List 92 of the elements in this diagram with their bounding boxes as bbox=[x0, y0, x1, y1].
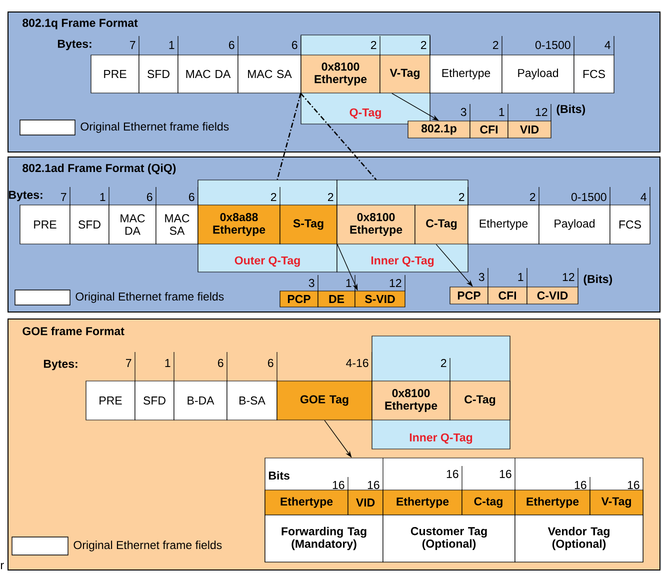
frame-field: MAC SA 6 bbox=[156, 192, 198, 244]
node-label: 4 bbox=[604, 41, 610, 49]
node-label: 0-1500 bbox=[571, 192, 606, 202]
node-label: 1 bbox=[346, 279, 352, 287]
node-label: 2 bbox=[530, 192, 536, 202]
tag-field: C-Tag bbox=[450, 380, 510, 420]
node-label: 1 bbox=[165, 359, 170, 367]
tag-description-cell: Vendor Tag (Optional) bbox=[514, 514, 644, 562]
legend-text: Original Ethernet frame fields bbox=[76, 292, 224, 303]
node-label: 2 bbox=[440, 358, 446, 368]
tag-field: VID 16 bbox=[348, 480, 384, 516]
node-label: 2 bbox=[370, 40, 376, 50]
tag-field: Ethertype 16 bbox=[514, 480, 590, 516]
node-label: 6 bbox=[146, 192, 152, 202]
frame-field: PRE 7 bbox=[90, 41, 140, 94]
tag-field: S-VID 12 bbox=[354, 279, 406, 308]
frame-field: SFD 1 bbox=[138, 41, 178, 94]
frame-field: MAC SA 6 bbox=[238, 40, 302, 94]
tag-field: PCP 3 bbox=[450, 272, 488, 304]
tag-field: PCP 3 bbox=[280, 278, 318, 308]
node-label: 3 bbox=[460, 108, 466, 116]
node-label: 1 bbox=[499, 108, 504, 116]
node-label: 2 bbox=[270, 192, 276, 202]
frame-field: SFD 1 bbox=[134, 359, 174, 420]
tag-field: 0x8100 Ethertype 2 bbox=[300, 41, 380, 94]
tag-field: VID 12 bbox=[508, 108, 552, 138]
text-label: r bbox=[0, 562, 4, 570]
tag-field: DE 1 bbox=[318, 279, 356, 308]
node-label: 1 bbox=[100, 193, 106, 201]
text-label: (Bits) bbox=[584, 274, 612, 286]
tag-field: 0x8100 Ethertype 2 bbox=[372, 359, 450, 420]
frame-field: Ethertype 2 bbox=[430, 41, 502, 94]
tag-field: C-tag 16 bbox=[462, 470, 516, 516]
frame-field: SFD 1 bbox=[70, 193, 110, 244]
tag-field: 0x8a88 Ethertype 2 bbox=[198, 193, 280, 244]
tag-field: 0x8100 Ethertype bbox=[336, 204, 416, 244]
node-label: 4 bbox=[640, 193, 646, 201]
node-label: 16 bbox=[332, 480, 344, 490]
node-label: 6 bbox=[268, 358, 274, 368]
node-label: 16 bbox=[368, 480, 380, 490]
frame-field: FCS 4 bbox=[610, 193, 650, 244]
node-label: 1 bbox=[169, 41, 174, 49]
tag-field: V-Tag 16 bbox=[590, 480, 644, 516]
node-label: 6 bbox=[218, 358, 224, 368]
node-label: 1 bbox=[518, 273, 524, 281]
text-label: Bytes: bbox=[8, 190, 42, 202]
node-label: 7 bbox=[130, 41, 136, 49]
node-label: 2 bbox=[328, 192, 334, 202]
node-label: 12 bbox=[562, 272, 574, 282]
node-label: 16 bbox=[628, 480, 640, 490]
node-label: 2 bbox=[492, 40, 498, 50]
node-label: 16 bbox=[446, 470, 458, 478]
node-label: 7 bbox=[61, 193, 66, 201]
frame-field: B-DA 6 bbox=[174, 358, 228, 420]
legend-text: Original Ethernet frame fields bbox=[74, 540, 222, 552]
tag-field: CFI 1 bbox=[470, 108, 508, 138]
node-label: 0-1500 bbox=[535, 40, 570, 50]
node-label: 3 bbox=[308, 278, 314, 288]
tag-field: V-Tag 2 bbox=[380, 41, 430, 94]
node-label: 12 bbox=[536, 108, 548, 116]
node-label: 2 bbox=[458, 192, 464, 202]
legend-text: Original Ethernet frame fields bbox=[80, 122, 229, 133]
node-label: 6 bbox=[228, 40, 234, 50]
node-label: 4-16 bbox=[346, 358, 368, 368]
node-label: 6 bbox=[188, 192, 194, 202]
frame-field: Payload 0-1500 bbox=[538, 192, 610, 244]
frame-field: MAC DA 6 bbox=[108, 192, 156, 244]
tag-field: C-VID 12 bbox=[526, 273, 578, 304]
tag-field: Ethertype 16 bbox=[264, 480, 348, 516]
node-label: 3 bbox=[478, 272, 484, 282]
tag-field: Ethertype 16 bbox=[382, 470, 462, 516]
frame-field: PRE 7 bbox=[86, 359, 136, 420]
text-label: Bytes: bbox=[44, 360, 78, 370]
node-label: 7 bbox=[126, 359, 132, 367]
frame-field: FCS 4 bbox=[574, 41, 614, 94]
text-label: Bytes: bbox=[58, 40, 92, 50]
tag-description-cell: Customer Tag (Optional) bbox=[382, 514, 516, 562]
frame-field: Ethertype 2 bbox=[468, 193, 540, 244]
node-label: 2 bbox=[420, 40, 426, 50]
frame-field: Payload 0-1500 bbox=[502, 40, 574, 94]
tag-field: CFI 1 bbox=[488, 273, 528, 304]
frame-field: B-SA 6 bbox=[226, 358, 278, 420]
node-label: 16 bbox=[500, 470, 512, 478]
tag-field: S-Tag 2 bbox=[280, 193, 338, 244]
frame-field: MAC DA 6 bbox=[178, 40, 238, 94]
node-label: 12 bbox=[390, 278, 402, 288]
node-label: 16 bbox=[574, 480, 586, 490]
tag-field: C-Tag 2 bbox=[414, 193, 468, 244]
text-label: (Bits) bbox=[556, 104, 586, 116]
tag-field: GOE Tag 4-16 bbox=[276, 358, 372, 420]
tag-description-cell: Forwarding Tag (Mandatory) bbox=[264, 514, 384, 562]
node-label: 6 bbox=[292, 40, 298, 50]
